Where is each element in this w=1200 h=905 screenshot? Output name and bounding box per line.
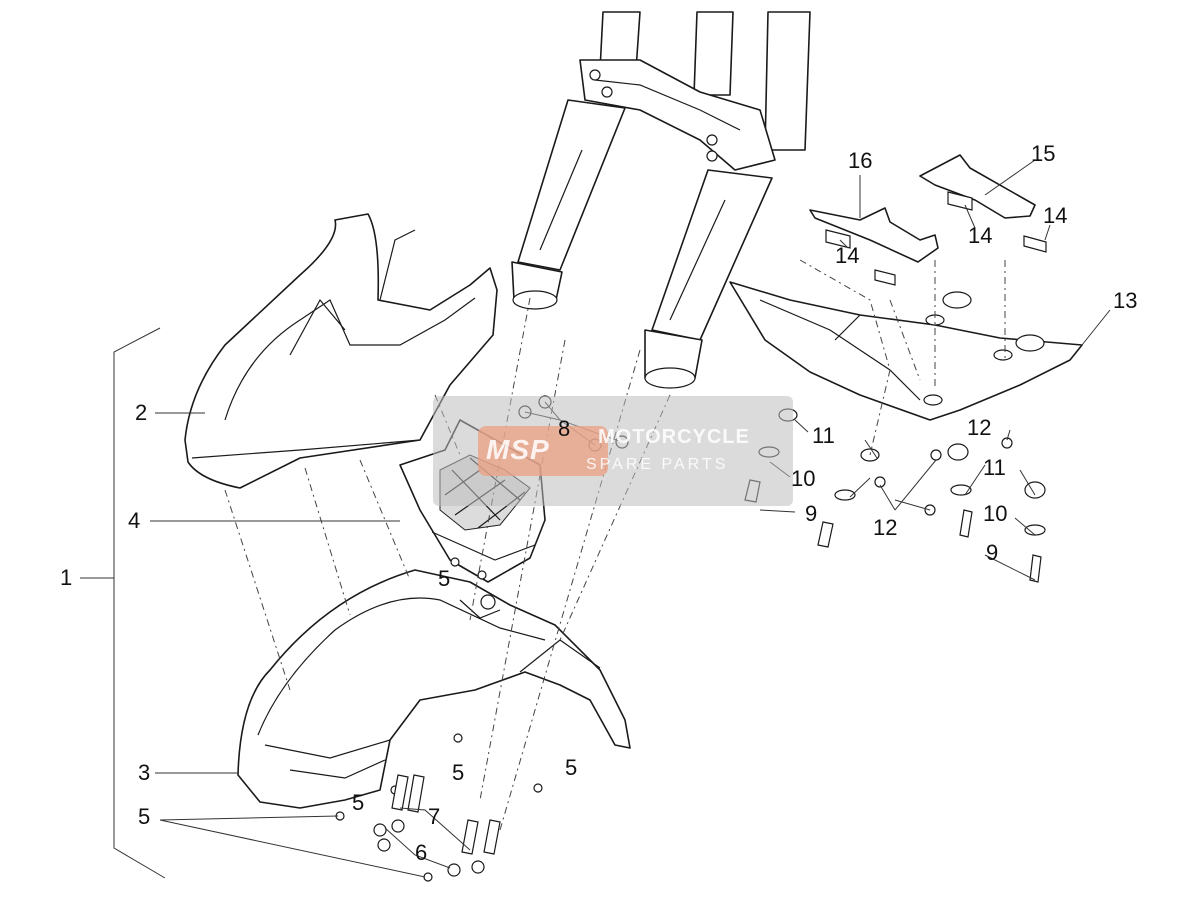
- callout-11a: 11: [812, 423, 835, 448]
- watermark-logo: MSP: [478, 426, 608, 476]
- nuts-6: [373, 819, 485, 877]
- callout-5c: 5: [565, 755, 578, 780]
- callout-10b: 10: [983, 501, 1008, 526]
- watermark-badge: MSP MOTORCYCLE SPARE PARTS: [433, 396, 793, 506]
- callout-5d: 5: [352, 790, 365, 815]
- callout-15: 15: [1031, 141, 1056, 166]
- bracket-15: [919, 154, 1036, 219]
- bracket-16: [809, 207, 939, 263]
- spacers-7: [391, 774, 501, 855]
- assembly-lines: [224, 259, 1006, 831]
- callout-9a: 9: [805, 501, 818, 526]
- callout-8: 8: [558, 416, 571, 441]
- callout-6: 6: [415, 840, 428, 865]
- skid-plate: [729, 281, 1083, 421]
- front-fork: [511, 11, 811, 389]
- callout-14b: 14: [968, 223, 993, 248]
- watermark-line-1: MOTORCYCLE: [598, 426, 750, 448]
- callout-3: 3: [138, 760, 151, 785]
- callout-14a: 14: [835, 243, 860, 268]
- callout-7: 7: [428, 804, 441, 829]
- callout-4: 4: [128, 508, 141, 533]
- callout-16: 16: [848, 148, 873, 173]
- callout-12a: 12: [967, 415, 992, 440]
- callout-9b: 9: [986, 540, 999, 565]
- callout-12b: 12: [873, 515, 898, 540]
- callout-5e: 5: [138, 804, 151, 829]
- callout-5b: 5: [452, 760, 465, 785]
- clips-14: [825, 191, 1047, 286]
- callout-11b: 11: [983, 455, 1006, 480]
- callout-2: 2: [135, 400, 148, 425]
- upper-mudguard: [184, 213, 498, 489]
- callout-5a: 5: [438, 566, 451, 591]
- callout-10a: 10: [791, 466, 816, 491]
- callout-14c: 14: [1043, 203, 1068, 228]
- callout-13: 13: [1113, 288, 1138, 313]
- group-bracket: [113, 327, 166, 879]
- front-mudguard: [237, 569, 631, 809]
- callout-1: 1: [60, 565, 73, 590]
- watermark-line-2: SPARE PARTS: [586, 456, 729, 473]
